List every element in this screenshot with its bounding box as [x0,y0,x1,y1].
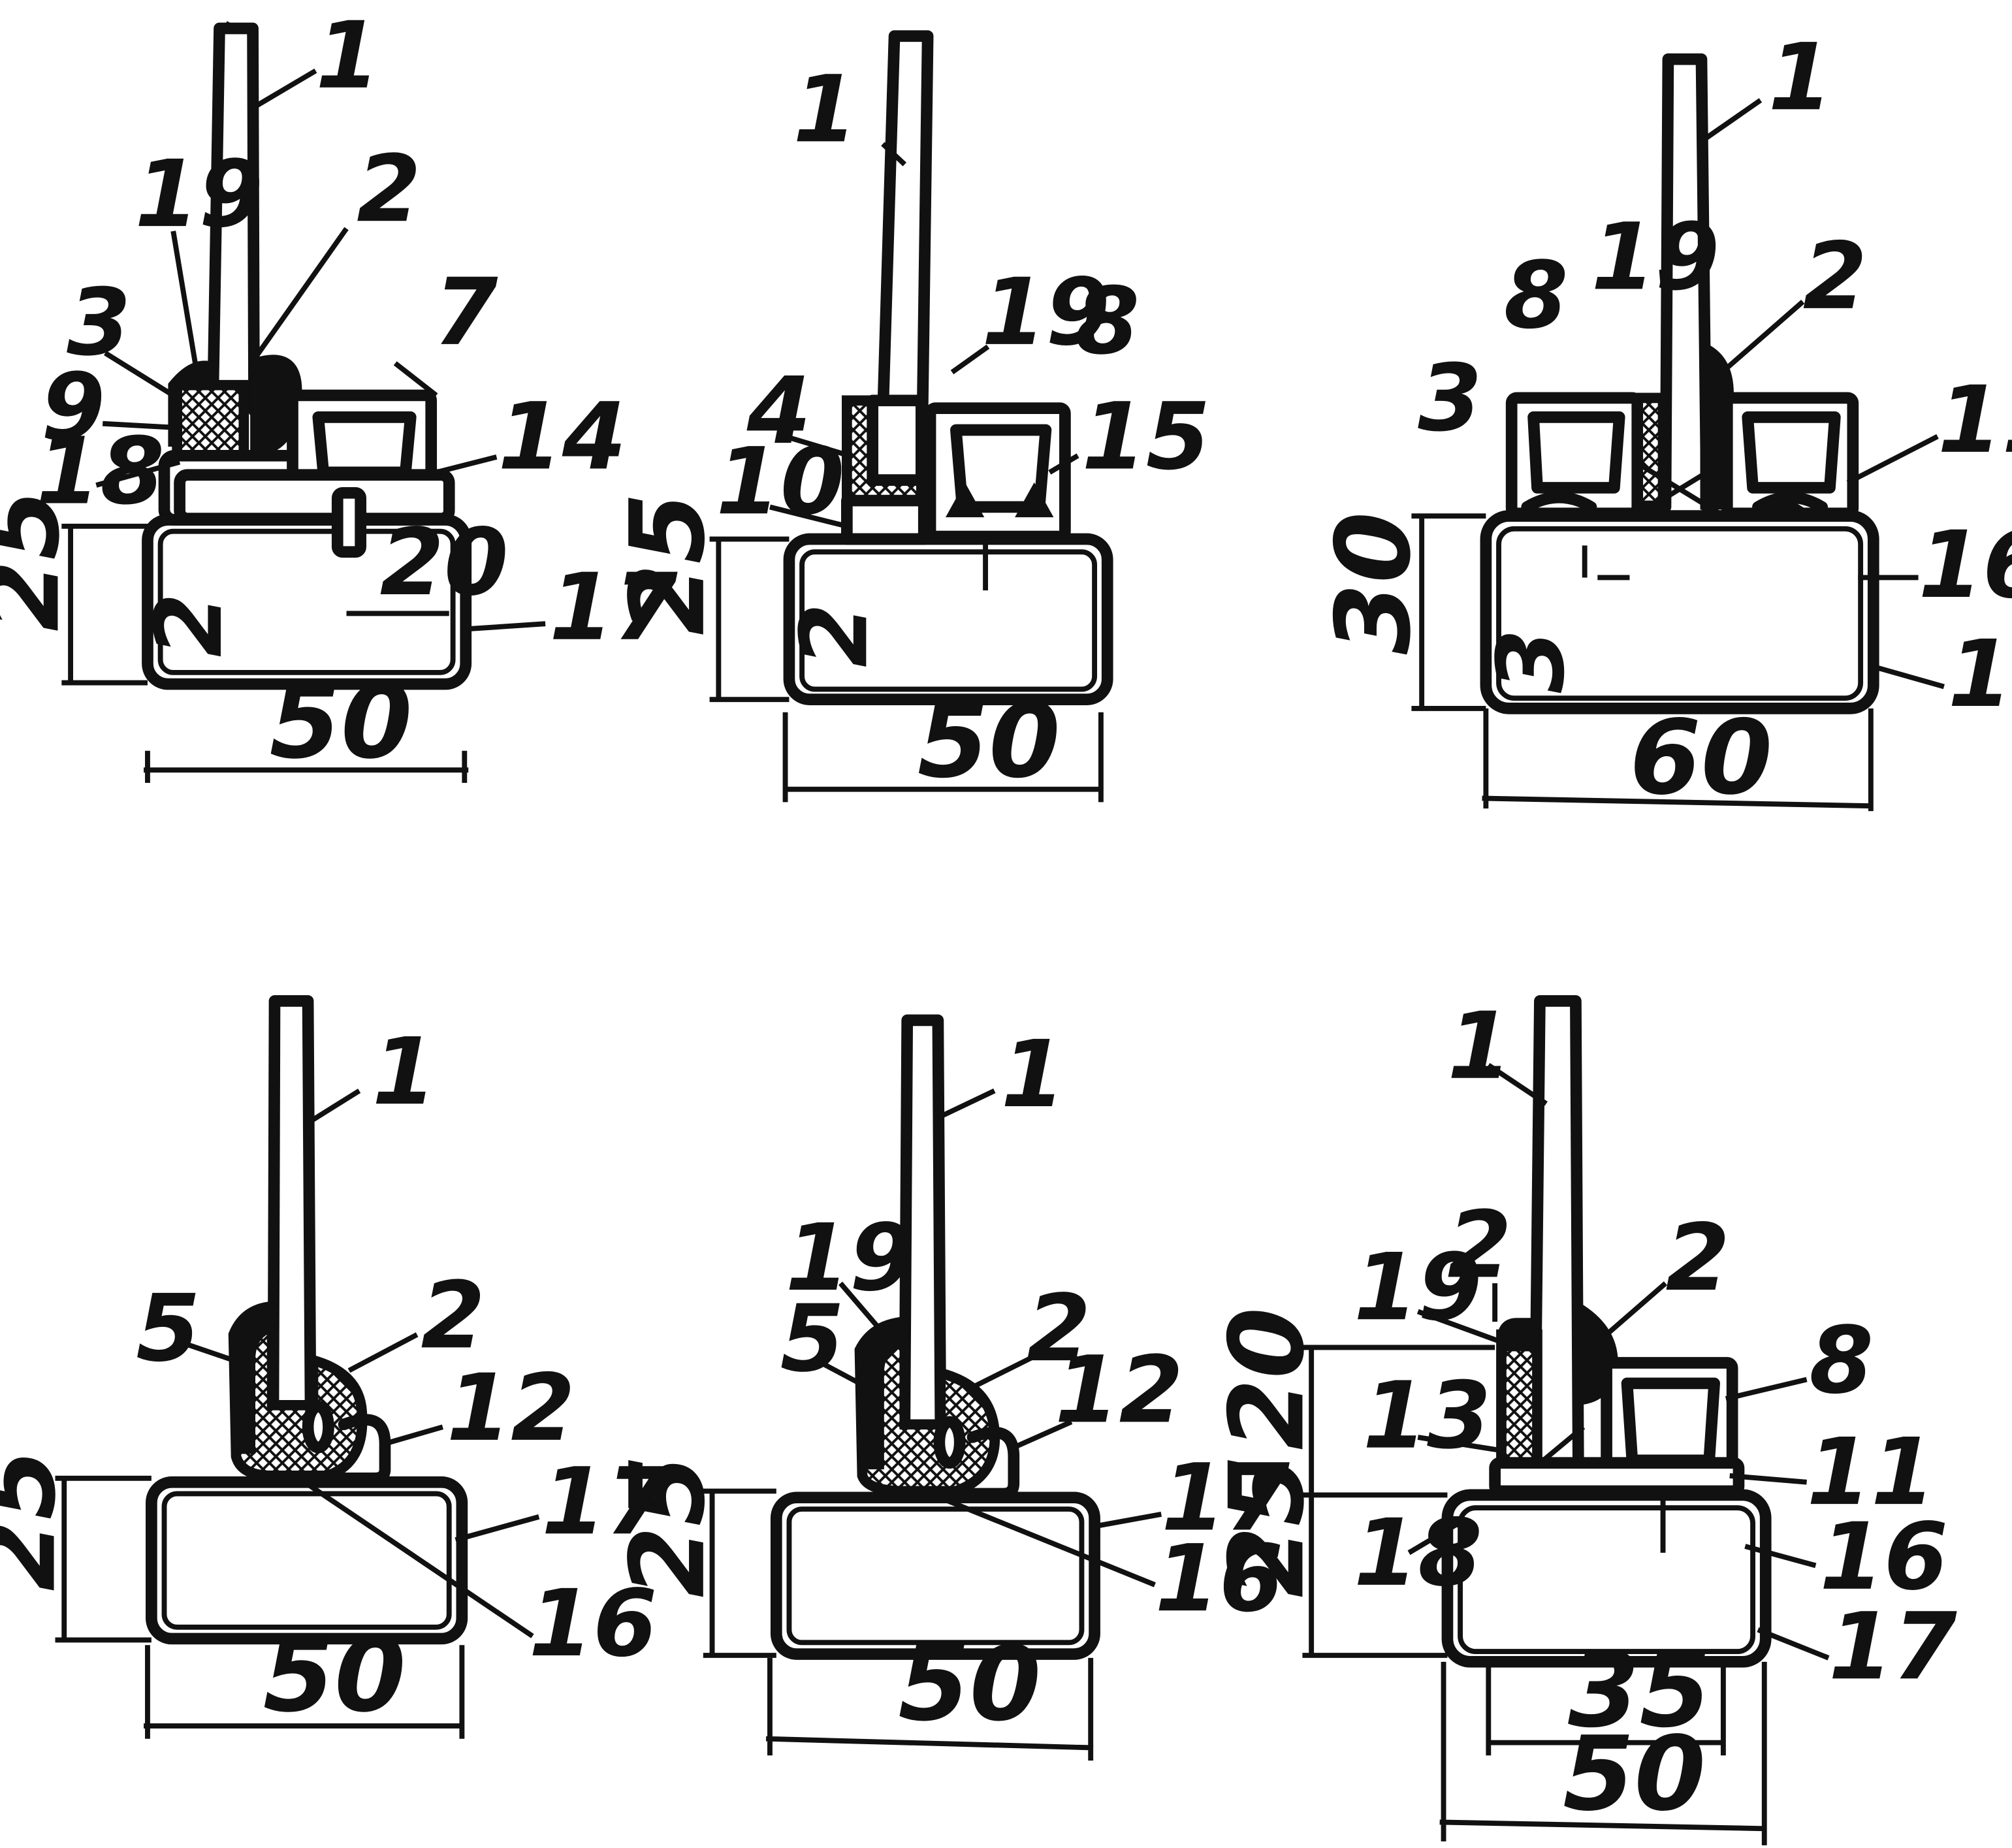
label-19: 19 [982,259,1110,366]
label-1: 1 [793,56,857,163]
detail-top-right: 1 19 2 8 3 11 16 17 30 3 60 [1314,24,2012,818]
label-17: 17 [1948,621,2012,728]
dim-35: 35 [1568,1631,1711,1751]
label-19: 19 [786,1205,914,1312]
label-9: 9 [41,354,105,461]
dim-25: 25 [1207,1455,1327,1598]
dim-50: 50 [918,682,1061,801]
steel-frame-tube-outer [142,514,472,690]
label-19: 19 [135,141,263,248]
label-2: 2 [1665,1205,1729,1312]
label-11: 11 [1807,1419,1936,1526]
label-16: 16 [1819,1504,1948,1611]
label-5: 5 [136,1275,200,1382]
label-16: 16 [1155,1525,1283,1633]
dim-25: 25 [0,1448,79,1591]
detail-top-middle: 1 19 8 4 15 10 25 2 50 [609,30,1210,803]
glass-pane [899,1014,947,1431]
label-12: 12 [447,1355,575,1462]
label-1: 1 [1768,24,1832,131]
label-18: 18 [36,419,165,526]
dim-50: 50 [898,1625,1041,1744]
steel-frame-tube-outer [783,533,1113,705]
label-11: 11 [1938,367,2012,474]
dim-2: 2 [136,593,243,657]
steel-frame-tube-outer [1480,510,1879,714]
dim-line-vertical [61,523,148,686]
label-18: 18 [1354,1500,1482,1607]
detail-bottom-middle: 1 19 5 2 12 17 16 25 50 [609,1014,1290,1761]
glass-pane [1529,995,1584,1472]
steel-frame-tube-inner [786,1506,1085,1646]
dim-30: 30 [1314,512,1433,655]
steel-frame-tube-inner [161,1491,452,1630]
label-1: 1 [1001,1021,1065,1128]
glass-pane [267,995,317,1411]
label-5: 5 [780,1286,844,1393]
label-15: 15 [1081,383,1210,490]
dim-50: 50 [270,663,413,782]
glass-pane [874,30,934,507]
label-19: 19 [1354,1234,1482,1341]
dim-20: 20 [1207,1307,1327,1450]
label-14: 14 [498,383,626,490]
detail-bottom-left: 1 5 2 12 17 16 25 50 [0,995,671,1739]
label-8: 8 [1810,1307,1874,1414]
steel-frame-tube-inner [799,549,1098,692]
label-17: 17 [1828,1593,1957,1700]
label-2: 2 [1027,1275,1091,1382]
label-3: 3 [1418,345,1482,453]
label-17: 17 [541,1448,670,1555]
dim-25: 25 [609,1455,728,1598]
label-2: 2 [357,136,421,243]
label-10: 10 [716,428,844,535]
wedge-seals [1521,491,1828,513]
detail-bottom-right: 1 2 2 19 8 13 11 18 16 17 20 25 35 50 [1207,993,1957,1845]
label-8: 8 [1504,242,1568,349]
label-1: 1 [372,1019,436,1126]
dim-3: 3 [1478,629,1585,693]
label-16: 16 [1919,512,2012,619]
label-4: 4 [746,358,811,465]
dim-60: 60 [1629,699,1772,818]
label-12: 12 [1055,1337,1183,1444]
label-3: 3 [67,270,131,377]
label-2: 2 [1447,1192,1511,1299]
label-8: 8 [1076,268,1140,375]
steel-frame-tube-inner [1496,526,1864,701]
label-1: 1 [315,3,379,110]
label-19: 19 [1591,204,1720,311]
steel-frame-tube-outer [1441,1489,1772,1668]
label-1: 1 [1447,993,1511,1100]
dim-25: 25 [609,492,728,635]
label-2: 2 [421,1262,485,1369]
label-2: 2 [1803,223,1867,330]
glass-pane [1659,53,1713,513]
label-13: 13 [1363,1363,1492,1470]
dim-50: 50 [1563,1715,1706,1834]
steel-frame-tube-inner [157,528,456,675]
label-16: 16 [529,1570,658,1678]
dim-50: 50 [263,1616,406,1735]
dim-2: 2 [781,603,888,667]
detail-top-left: 1 2 19 3 7 9 18 14 20 17 25 2 50 [0,3,678,783]
steel-frame-tube-inner [1458,1505,1756,1655]
base-rail-profile [1489,1457,1745,1497]
dim-line-horizontal [144,750,469,783]
screw-head [331,486,366,558]
label-17: 17 [549,554,678,661]
label-7: 7 [434,259,498,366]
dim-25: 25 [0,488,82,631]
label-17: 17 [1161,1444,1290,1552]
label-20: 20 [380,509,509,616]
